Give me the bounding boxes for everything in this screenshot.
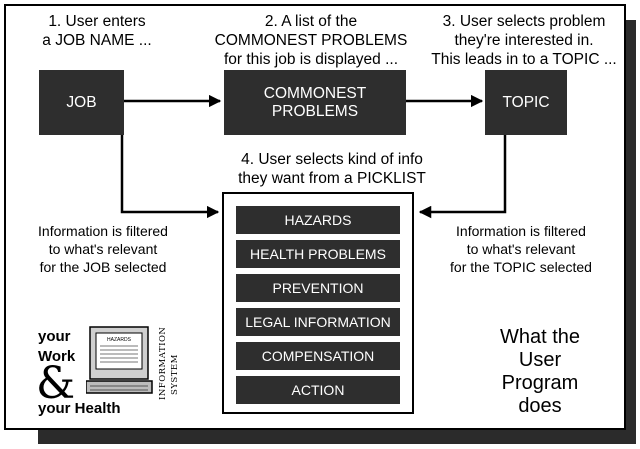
computer-icon: HAZARDS: [86, 326, 153, 394]
problems-box-label-2: PROBLEMS: [271, 102, 359, 120]
picklist-item-prevention[interactable]: PREVENTION: [236, 274, 400, 302]
picklist-item-hazards[interactable]: HAZARDS: [236, 206, 400, 234]
logo-vertical-information: INFORMATION: [158, 326, 168, 400]
job-box[interactable]: JOB: [39, 70, 124, 135]
picklist-item-compensation[interactable]: COMPENSATION: [236, 342, 400, 370]
logo-screen-text: HAZARDS: [107, 337, 132, 343]
logo-ampersand: &: [36, 358, 76, 409]
logo-word-work: Work: [38, 348, 76, 365]
logo-word-your-1: your: [38, 328, 71, 345]
picklist-item-legal-information[interactable]: LEGAL INFORMATION: [236, 308, 400, 336]
picklist-item-action[interactable]: ACTION: [236, 376, 400, 404]
logo-word-your-health: your Health: [38, 400, 121, 417]
topic-box-label: TOPIC: [502, 93, 550, 111]
arrow-job-to-picklist: [120, 135, 220, 219]
topic-box[interactable]: TOPIC: [485, 70, 567, 135]
job-box-label: JOB: [66, 93, 97, 111]
arrow-topic-to-picklist: [418, 135, 507, 219]
logo-vertical-system: SYSTEM: [170, 354, 180, 395]
picklist-item-health-problems[interactable]: HEALTH PROBLEMS: [236, 240, 400, 268]
picklist: HAZARDS HEALTH PROBLEMS PREVENTION LEGAL…: [222, 192, 414, 414]
commonest-problems-box[interactable]: COMMONEST PROBLEMS: [224, 70, 406, 135]
problems-box-label-1: COMMONEST: [263, 84, 367, 102]
